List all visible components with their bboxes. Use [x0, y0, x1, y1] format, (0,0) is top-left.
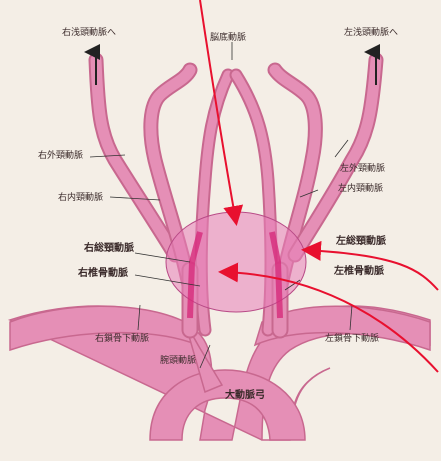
label-brachiocephalic: 腕頭動脈	[160, 356, 196, 367]
label-right-common-carotid: 右総頸動脈	[84, 243, 134, 254]
label-left-common-carotid: 左総頸動脈	[336, 236, 386, 247]
highlight-ellipse	[166, 212, 306, 312]
label-left-vertebral: 左椎骨動脈	[334, 266, 384, 277]
label-aortic-arch: 大動脈弓	[225, 390, 265, 401]
label-right-external-carotid: 右外頸動脈	[38, 151, 83, 162]
label-right-internal-carotid: 右内頸動脈	[58, 193, 103, 204]
label-left-superficial-temporal: 左浅頭動脈へ	[344, 28, 398, 39]
label-right-superficial-temporal: 右浅頭動脈へ	[62, 28, 116, 39]
label-left-external-carotid: 左外頸動脈	[340, 164, 385, 175]
label-right-vertebral: 右椎骨動脈	[78, 268, 128, 279]
label-left-internal-carotid: 左内頸動脈	[338, 184, 383, 195]
label-basilar: 脳底動脈	[210, 33, 246, 44]
label-left-subclavian: 左鎖骨下動脈	[325, 334, 379, 345]
label-right-subclavian: 右鎖骨下動脈	[95, 334, 149, 345]
